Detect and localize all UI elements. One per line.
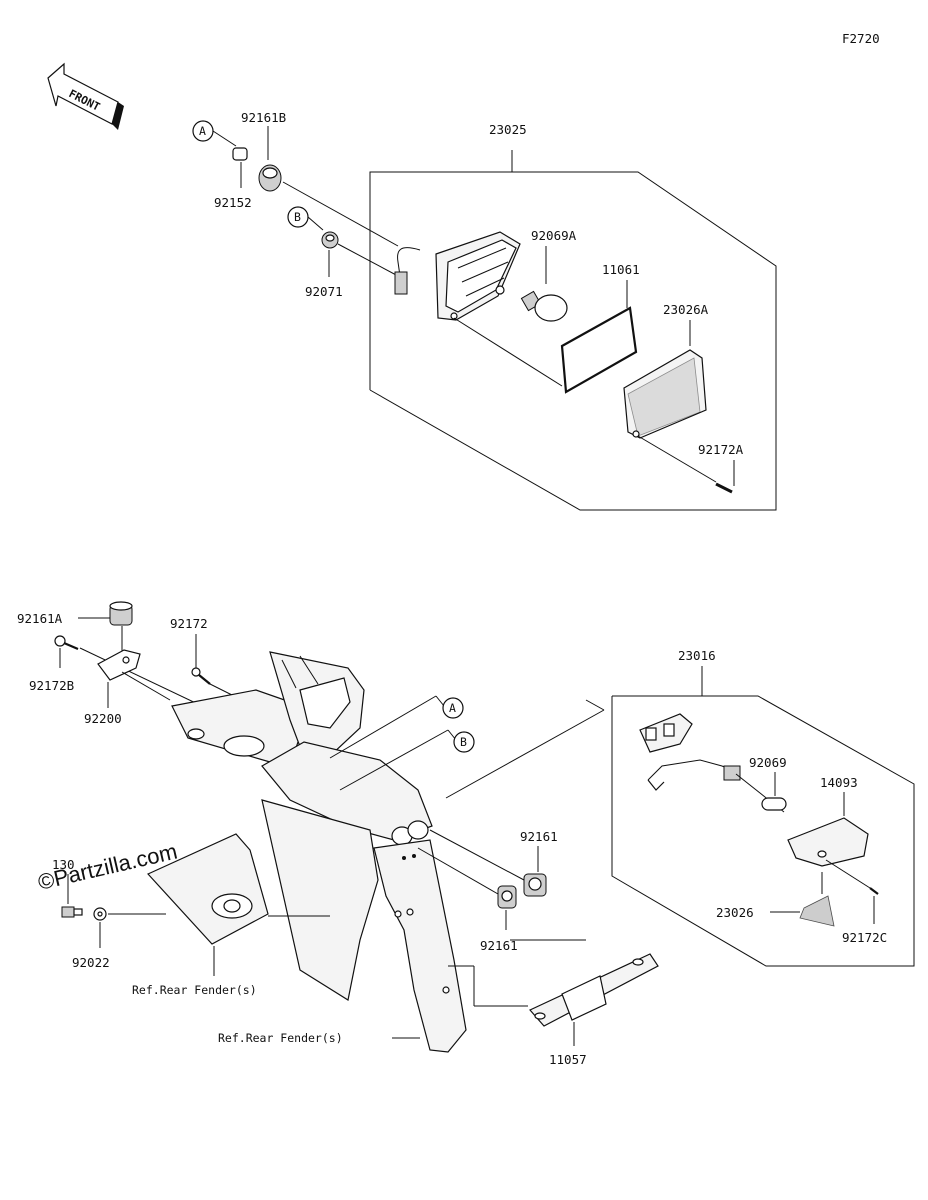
part-23026-cover: [770, 872, 835, 927]
tail-light-assembly-box: [369, 150, 777, 511]
label-11057: 11057: [549, 1052, 587, 1067]
part-92152-collar: [232, 147, 248, 188]
rear-fender-frame: [171, 651, 467, 1053]
label-92071: 92071: [305, 284, 343, 299]
part-92069A-bulb: [520, 290, 568, 322]
label-11061: 11061: [602, 262, 640, 277]
callout-a-top: A: [192, 120, 237, 147]
part-11057-license-bracket: [529, 953, 659, 1046]
license-light-assembly-box: [445, 695, 915, 967]
label-92069: 92069: [749, 755, 787, 770]
label-23025: 23025: [489, 122, 527, 137]
part-92161A-damper: [109, 601, 133, 652]
part-92069-bulb: [761, 797, 787, 811]
label-92161B: 92161B: [241, 110, 286, 125]
label-92152: 92152: [214, 195, 252, 210]
label-92200: 92200: [84, 711, 122, 726]
part-14093-lens: [787, 817, 869, 867]
part-92071-grommet: [321, 231, 399, 277]
label-92161-upper: 92161: [520, 829, 558, 844]
part-92161B-grommet: [258, 164, 399, 247]
label-92022: 92022: [72, 955, 110, 970]
label-130: 130: [52, 857, 75, 872]
svg-text:A: A: [449, 701, 456, 715]
svg-text:A: A: [199, 124, 206, 138]
part-92161-grommet-upper: [523, 873, 547, 897]
label-92069A: 92069A: [531, 228, 577, 243]
license-light-housing: [639, 713, 741, 791]
part-11061-gasket: [560, 306, 638, 394]
part-92200-bracket: [97, 649, 171, 708]
label-92172C: 92172C: [842, 930, 887, 945]
label-23016: 23016: [678, 648, 716, 663]
part-92161-grommet-lower: [497, 885, 517, 930]
figure-code: F2720: [842, 31, 880, 46]
tail-light-housing: [394, 231, 521, 321]
label-92161A: 92161A: [17, 611, 63, 626]
part-23026A-lens: [623, 349, 707, 439]
fender-bracket-left: [147, 833, 330, 945]
ref-rear-fender-1: Ref.Rear Fender(s): [132, 983, 257, 997]
callout-b-top: B: [287, 206, 324, 231]
part-92172A-screw: [715, 482, 733, 494]
part-130-bolt: [61, 906, 83, 918]
part-92172C-screw: [869, 887, 879, 924]
label-23026: 23026: [716, 905, 754, 920]
callout-a-bottom: A: [329, 695, 464, 759]
front-arrow-icon: FRONT: [47, 62, 124, 130]
label-92172A: 92172A: [698, 442, 744, 457]
label-23026A: 23026A: [663, 302, 709, 317]
label-92161-lower: 92161: [480, 938, 518, 953]
label-92172B: 92172B: [29, 678, 74, 693]
part-92022-washer: [93, 907, 166, 948]
label-14093: 14093: [820, 775, 858, 790]
label-92172-top: 92172: [170, 616, 208, 631]
part-92172B-bolt: [54, 635, 79, 668]
callout-b-bottom: B: [339, 729, 475, 791]
svg-text:B: B: [460, 735, 467, 749]
ref-rear-fender-2: Ref.Rear Fender(s): [218, 1031, 343, 1045]
svg-text:B: B: [294, 210, 301, 224]
